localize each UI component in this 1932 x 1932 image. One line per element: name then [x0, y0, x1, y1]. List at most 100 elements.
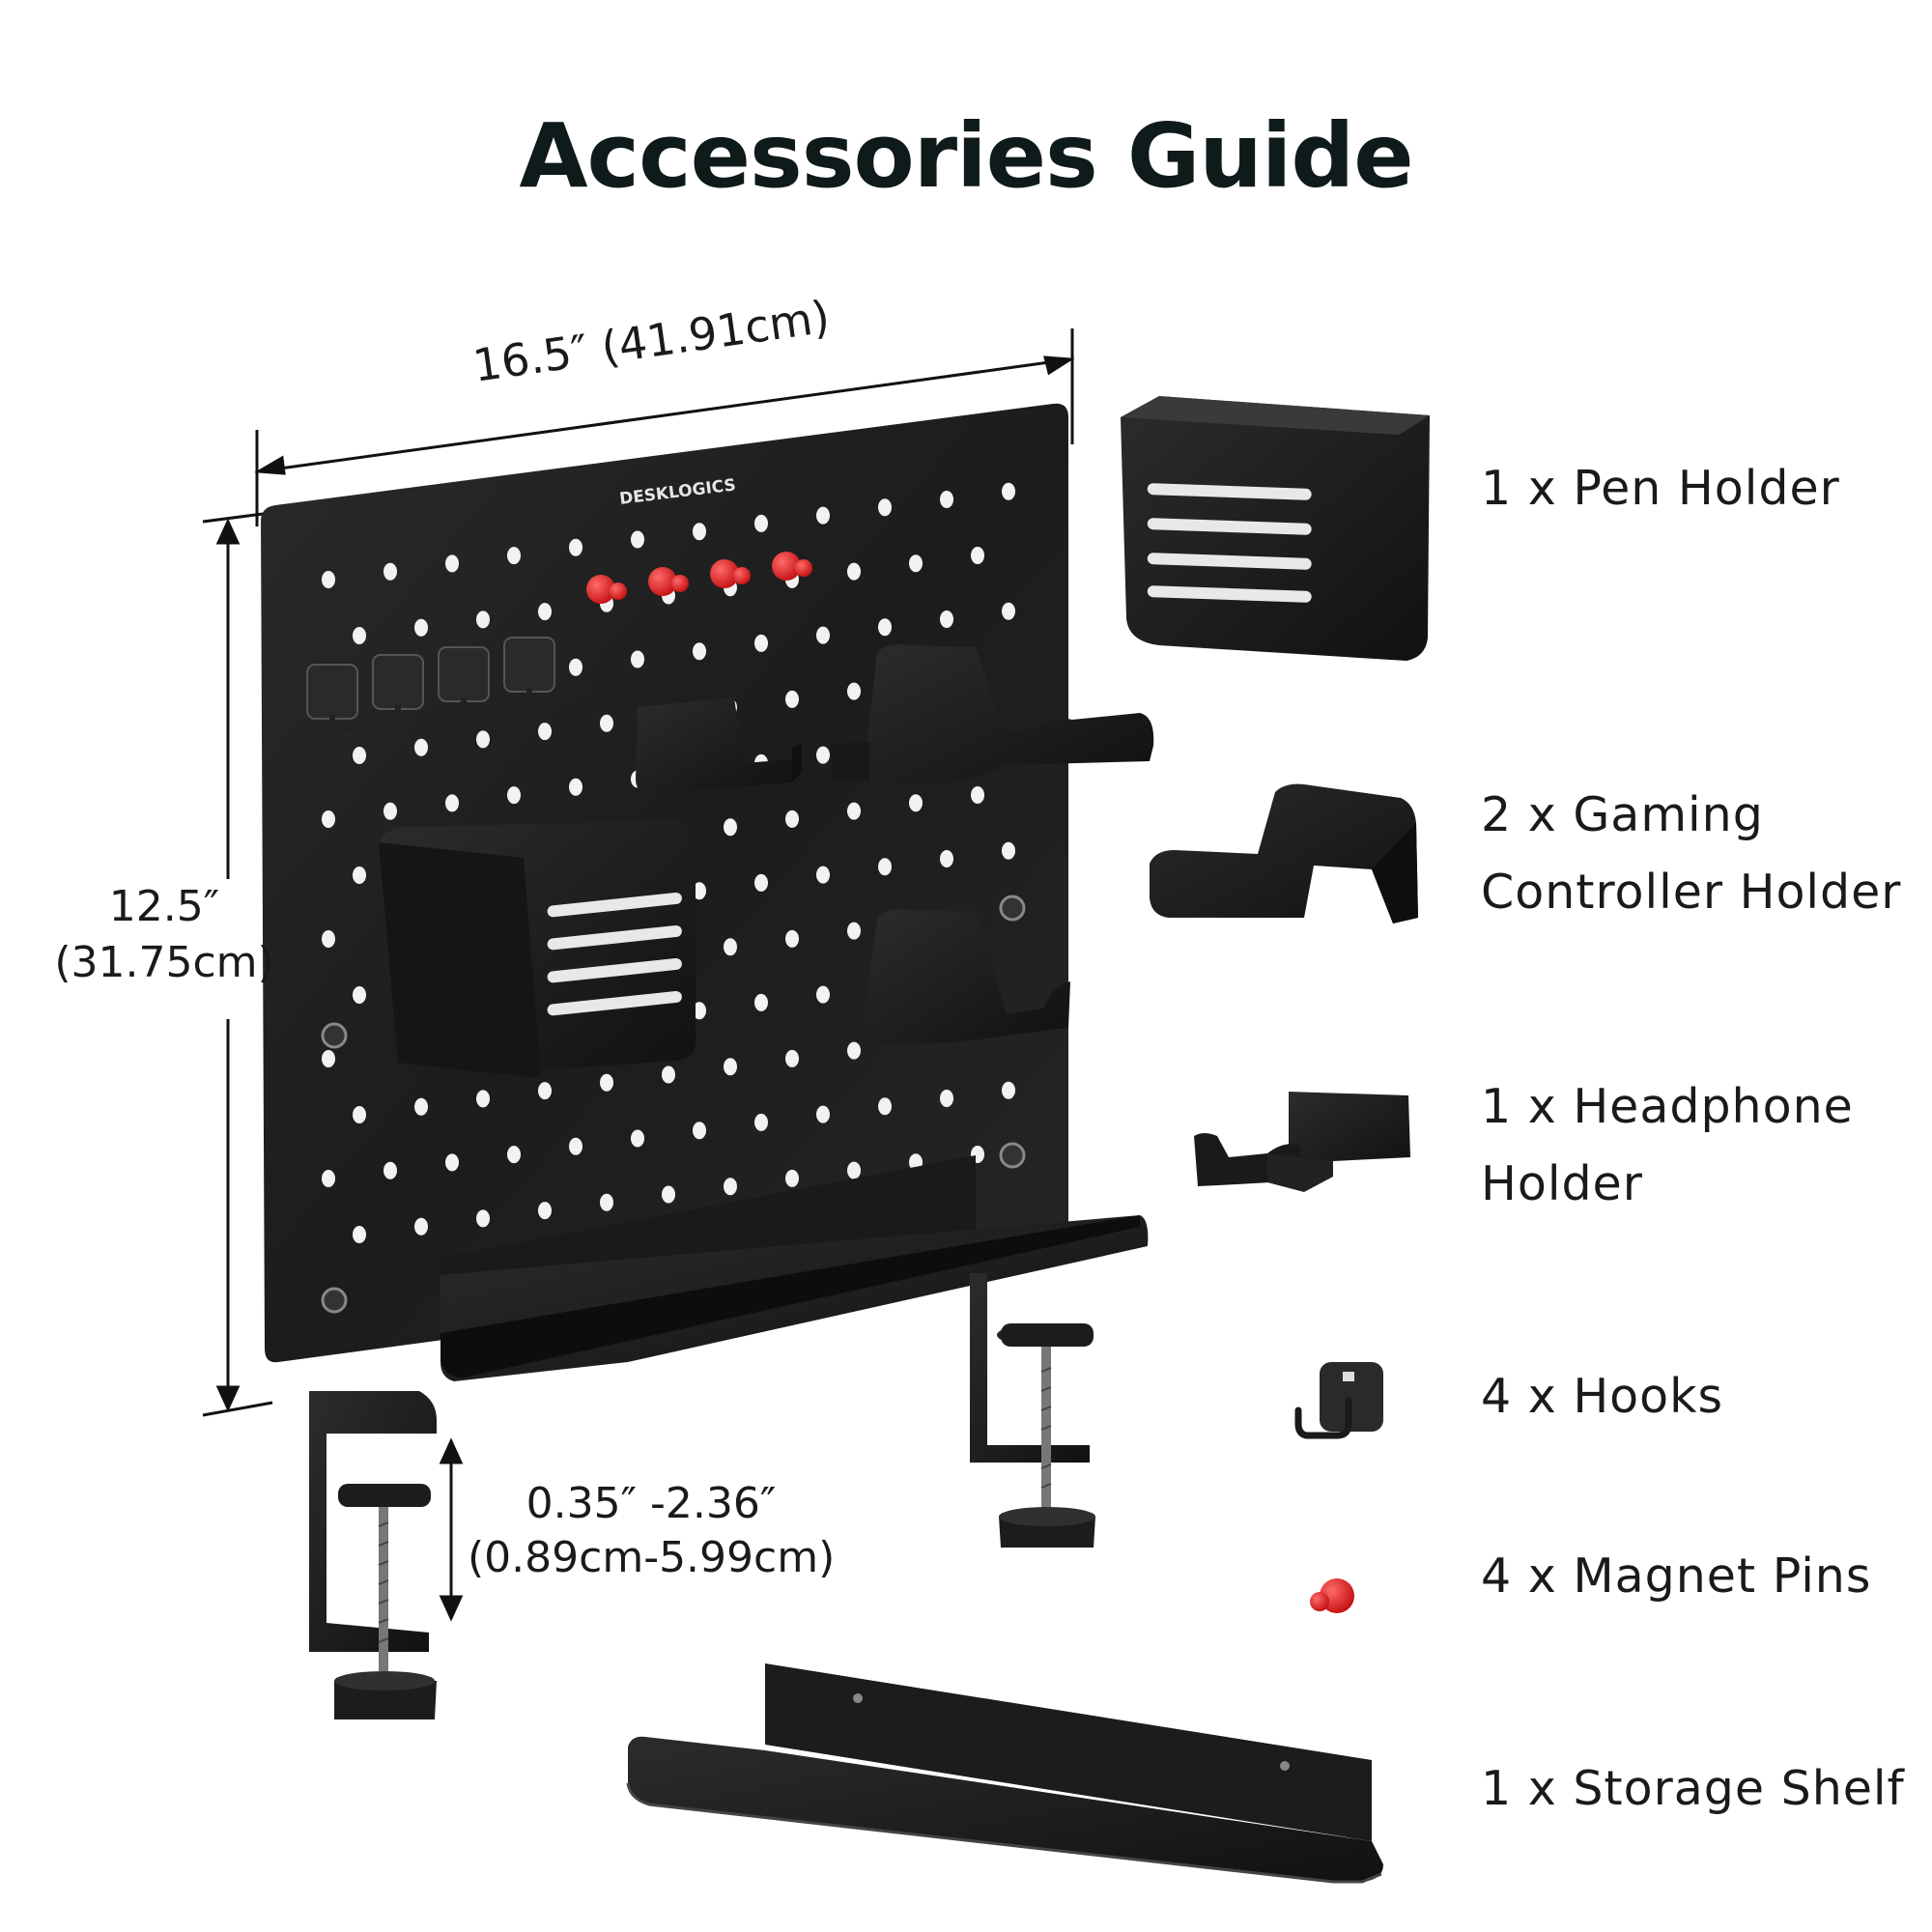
accessory-label-headphone-holder-line1: 1 x Headphone [1481, 1079, 1854, 1134]
peg-hole [847, 922, 861, 940]
peg-hole [476, 730, 490, 749]
accessory-label-controller-holder-line2: Controller Holder [1481, 865, 1902, 920]
peg-hole [816, 1105, 830, 1123]
peg-hole [785, 1049, 799, 1067]
peg-hole [693, 882, 706, 900]
board-headphone-holder [636, 697, 802, 794]
peg-hole [693, 642, 706, 661]
peg-hole [847, 1161, 861, 1179]
height-dimension-label-cm: (31.75cm) [54, 938, 274, 987]
accessory-label-storage-shelf: 1 x Storage Shelf [1481, 1761, 1905, 1816]
accessory-magnet-pin-image [1310, 1578, 1354, 1613]
peg-hole [785, 690, 799, 708]
peg-hole [353, 986, 366, 1004]
peg-hole [816, 506, 830, 525]
peg-hole [1002, 482, 1015, 500]
peg-hole [353, 867, 366, 884]
peg-hole [878, 1097, 892, 1116]
peg-hole [724, 938, 737, 956]
accessory-label-hooks: 4 x Hooks [1481, 1369, 1724, 1424]
clamp-range-label-cm: (0.89cm-5.99cm) [468, 1533, 836, 1582]
peg-hole [384, 1161, 397, 1179]
peg-hole [414, 1097, 428, 1116]
peg-hole [785, 1169, 799, 1187]
board-controller-holder-upper [831, 644, 1154, 784]
peg-hole [693, 1002, 706, 1020]
accessory-storage-shelf-image [626, 1663, 1383, 1884]
height-dimension-line [202, 512, 273, 1417]
peg-hole [322, 1170, 335, 1187]
board-storage-shelf [440, 1155, 1149, 1381]
peg-hole [384, 802, 397, 820]
accessory-controller-holder-image [1150, 783, 1418, 923]
peg-hole [322, 1050, 335, 1067]
peg-hole [878, 858, 892, 876]
peg-hole [538, 723, 552, 741]
peg-hole [724, 1178, 737, 1196]
width-dimension-line [254, 328, 1075, 526]
peg-hole [445, 794, 459, 812]
peg-hole [569, 538, 582, 556]
peg-hole [476, 1090, 490, 1108]
peg-hole [662, 1185, 675, 1204]
peg-hole [909, 794, 923, 812]
peg-hole [600, 1073, 613, 1092]
peg-hole [785, 810, 799, 828]
accessory-label-headphone-holder-line2: Holder [1481, 1156, 1643, 1211]
board-magnet-pins [586, 552, 812, 604]
accessory-label-pen-holder: 1 x Pen Holder [1481, 461, 1840, 516]
board-hooks [306, 637, 590, 735]
peg-hole [1002, 602, 1015, 620]
peg-hole [754, 873, 768, 892]
peg-hole [569, 778, 582, 796]
peg-hole [353, 1226, 366, 1243]
board-knobs [321, 895, 1026, 1314]
peg-hole [724, 1058, 737, 1076]
peg-hole [754, 514, 768, 532]
peg-hole [754, 993, 768, 1011]
peg-hole [445, 554, 459, 573]
peg-hole [569, 658, 582, 676]
peg-hole [631, 530, 644, 549]
board-pen-holder [379, 821, 696, 1078]
peg-hole [353, 627, 366, 644]
peg-hole [538, 1202, 552, 1220]
peg-hole [414, 738, 428, 756]
peg-hole [507, 786, 521, 805]
page-title: Accessories Guide [519, 104, 1413, 208]
peg-hole [816, 866, 830, 884]
peg-hole [384, 562, 397, 581]
peg-hole [322, 810, 335, 828]
peg-hole [847, 562, 861, 581]
peg-hole [693, 1122, 706, 1140]
peg-hole [322, 571, 335, 588]
accessory-pen-holder-image [1121, 396, 1430, 661]
peg-hole [414, 618, 428, 637]
peg-hole [507, 547, 521, 565]
board-controller-holder-lower [866, 909, 1070, 1043]
peg-hole [1002, 1081, 1015, 1099]
right-clamp [970, 1273, 1095, 1548]
peg-hole [940, 611, 953, 628]
peg-hole [816, 626, 830, 644]
peg-hole [538, 1082, 552, 1100]
left-clamp [309, 1391, 437, 1719]
peg-hole [940, 491, 953, 508]
peg-hole [816, 985, 830, 1004]
peg-hole [538, 603, 552, 621]
peg-hole [847, 802, 861, 820]
clamp-range-label-in: 0.35″ -2.36″ [526, 1479, 777, 1528]
peg-hole [353, 747, 366, 764]
peg-hole [816, 746, 830, 764]
peg-hole [476, 611, 490, 629]
peg-hole [1002, 841, 1015, 860]
peg-hole [724, 818, 737, 837]
accessory-label-controller-holder-line1: 2 x Gaming [1481, 787, 1764, 842]
peg-hole [476, 1209, 490, 1228]
peg-hole [507, 1146, 521, 1164]
peg-hole [940, 1090, 953, 1107]
peg-hole [662, 1065, 675, 1084]
peg-hole [414, 1217, 428, 1236]
peg-hole [878, 618, 892, 637]
peg-hole [600, 1193, 613, 1211]
